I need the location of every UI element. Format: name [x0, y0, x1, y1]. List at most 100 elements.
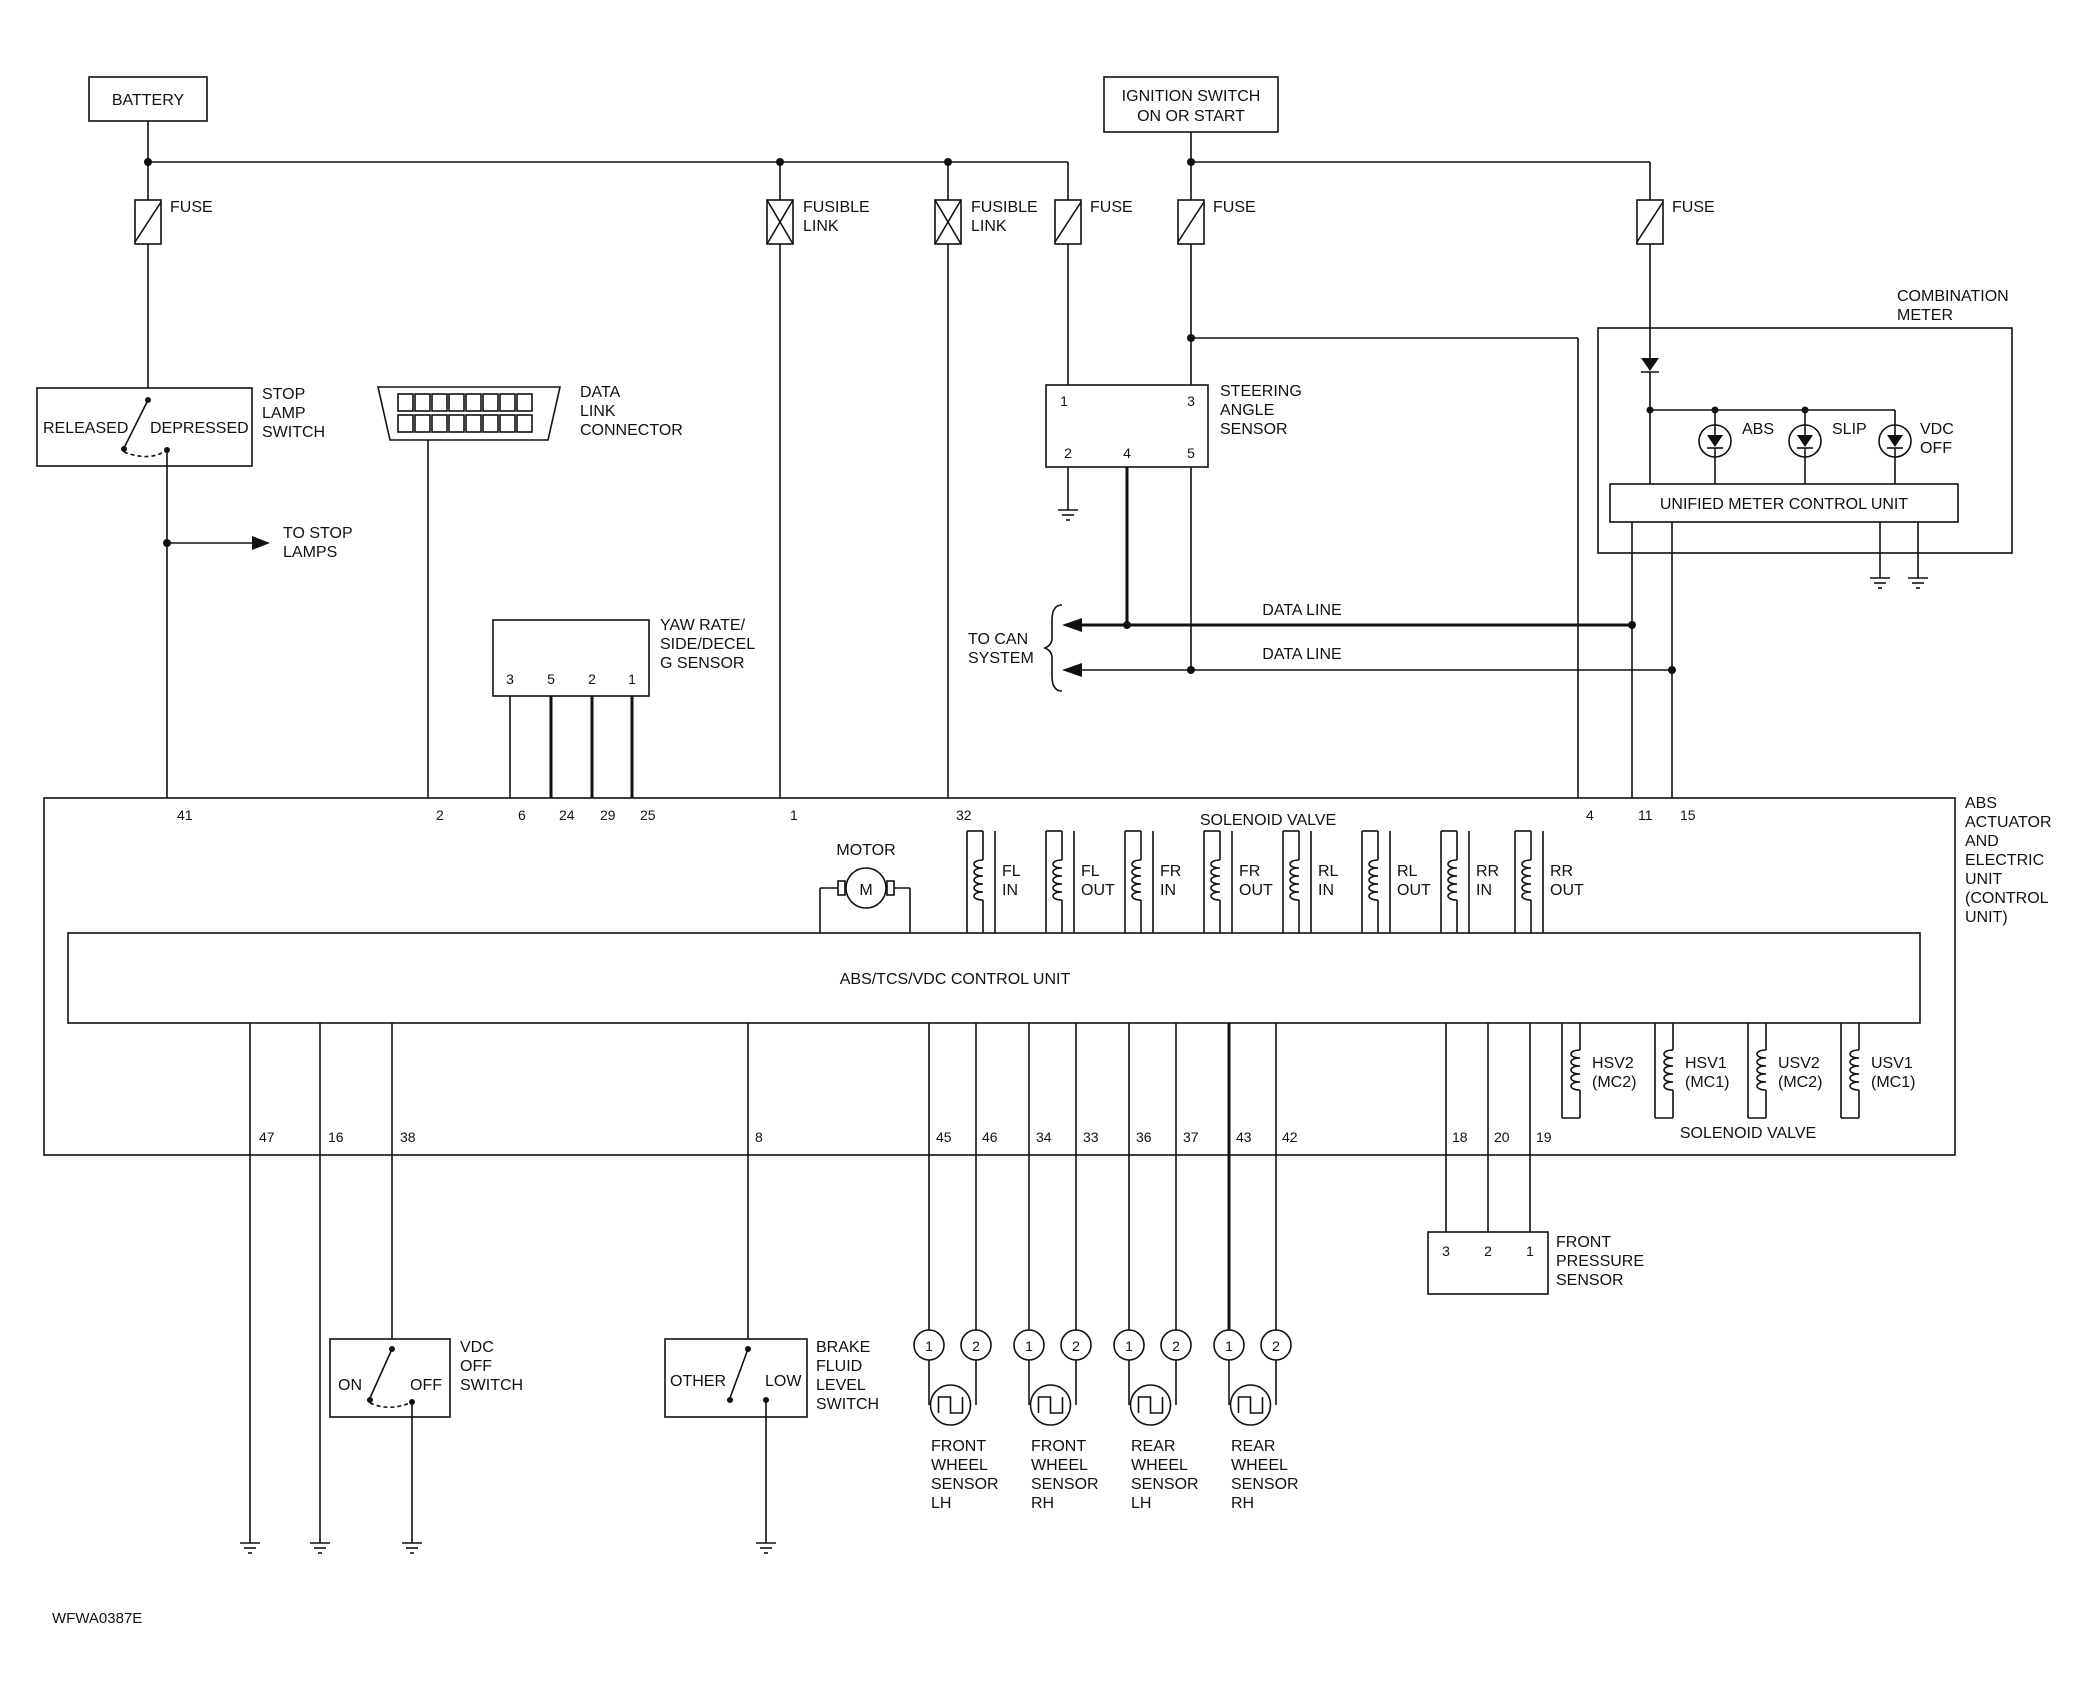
svg-text:UNIT: UNIT — [1965, 871, 2003, 888]
svg-text:1: 1 — [1526, 1243, 1534, 1259]
solenoid-valve-hsv1: HSV1(MC1) — [1654, 1023, 1729, 1119]
fuse-icon — [1177, 199, 1205, 245]
svg-text:METER: METER — [1897, 307, 1953, 324]
svg-text:VDC: VDC — [1920, 421, 1954, 438]
svg-text:SENSOR: SENSOR — [1220, 421, 1288, 438]
svg-text:OTHER: OTHER — [670, 1373, 726, 1390]
abs-warning-lamp-icon — [1698, 424, 1732, 458]
combination-meter: ABS SLIP VDC OFF UNIFIED METER CONTROL U… — [1597, 327, 2013, 566]
connector-pin — [397, 414, 414, 433]
svg-text:RELEASED: RELEASED — [43, 420, 128, 437]
svg-text:3: 3 — [506, 671, 514, 687]
solenoid-valve-fr-in: FR IN — [1124, 830, 1181, 933]
svg-text:RL: RL — [1397, 863, 1418, 880]
svg-text:TO CAN: TO CAN — [968, 631, 1028, 648]
svg-text:FLUID: FLUID — [816, 1358, 862, 1375]
svg-text:25: 25 — [640, 807, 656, 823]
svg-text:ON: ON — [338, 1377, 362, 1394]
svg-text:2: 2 — [1172, 1338, 1180, 1354]
svg-text:1: 1 — [1225, 1338, 1233, 1354]
vdc-off-switch[interactable]: ON OFF — [329, 1338, 451, 1418]
svg-text:SOLENOID VALVE: SOLENOID VALVE — [1680, 1125, 1816, 1142]
fuse-icon — [1054, 199, 1082, 245]
svg-text:OFF: OFF — [410, 1377, 442, 1394]
svg-text:IN: IN — [1318, 882, 1334, 899]
svg-text:(MC1): (MC1) — [1871, 1074, 1915, 1091]
svg-text:LH: LH — [1131, 1495, 1151, 1512]
svg-text:(MC2): (MC2) — [1592, 1074, 1636, 1091]
svg-text:46: 46 — [982, 1129, 998, 1145]
svg-text:3: 3 — [1442, 1243, 1450, 1259]
front-pressure-sensor: 3 2 1 — [1427, 1023, 1549, 1295]
svg-text:FL: FL — [1081, 863, 1100, 880]
svg-text:2: 2 — [1072, 1338, 1080, 1354]
svg-text:IN: IN — [1160, 882, 1176, 899]
svg-text:OUT: OUT — [1239, 882, 1273, 899]
svg-text:DATA: DATA — [580, 384, 621, 401]
connector-pin — [465, 414, 482, 433]
svg-text:2: 2 — [436, 807, 444, 823]
svg-text:SWITCH: SWITCH — [816, 1396, 879, 1413]
svg-text:8: 8 — [755, 1129, 763, 1145]
solenoid-valve-hsv2: HSV2 (MC2) — [1561, 1023, 1636, 1119]
svg-text:34: 34 — [1036, 1129, 1052, 1145]
diagram-id: WFWA0387E — [52, 1610, 142, 1627]
svg-text:19: 19 — [1536, 1129, 1552, 1145]
svg-text:ABS: ABS — [1965, 795, 1997, 812]
ignition-switch-box: IGNITION SWITCH ON OR START — [1103, 76, 1279, 133]
svg-text:FRONT: FRONT — [931, 1438, 986, 1455]
arrow-right-icon — [252, 536, 270, 550]
svg-text:2: 2 — [1064, 445, 1072, 461]
unified-meter-control-unit — [1609, 483, 1959, 523]
svg-text:FL: FL — [1002, 863, 1021, 880]
svg-text:SIDE/DECEL: SIDE/DECEL — [660, 636, 755, 653]
solenoid-valve-rl-out: RL OUT — [1361, 830, 1431, 933]
svg-text:1: 1 — [1060, 393, 1068, 409]
svg-text:IN: IN — [1002, 882, 1018, 899]
svg-text:FUSE: FUSE — [170, 199, 213, 216]
svg-text:WHEEL: WHEEL — [1031, 1457, 1088, 1474]
svg-text:2: 2 — [588, 671, 596, 687]
svg-text:2: 2 — [1272, 1338, 1280, 1354]
svg-text:LAMPS: LAMPS — [283, 544, 337, 561]
svg-text:15: 15 — [1680, 807, 1696, 823]
svg-text:FR: FR — [1160, 863, 1181, 880]
svg-text:(MC2): (MC2) — [1778, 1074, 1822, 1091]
svg-text:DEPRESSED: DEPRESSED — [150, 420, 249, 437]
pump-motor: MOTOR M — [819, 842, 911, 933]
svg-text:HSV2: HSV2 — [1592, 1055, 1634, 1072]
svg-text:FRONT: FRONT — [1556, 1234, 1611, 1251]
svg-text:M: M — [859, 882, 872, 899]
connector-pin — [397, 393, 414, 412]
svg-text:RR: RR — [1476, 863, 1499, 880]
svg-text:ELECTRIC: ELECTRIC — [1965, 852, 2044, 869]
slip-indicator-lamp-icon — [1788, 424, 1822, 458]
svg-text:HSV1: HSV1 — [1685, 1055, 1727, 1072]
svg-text:1: 1 — [1125, 1338, 1133, 1354]
svg-text:REAR: REAR — [1131, 1438, 1175, 1455]
svg-text:LAMP: LAMP — [262, 405, 306, 422]
svg-text:ACTUATOR: ACTUATOR — [1965, 814, 2052, 831]
svg-text:USV1: USV1 — [1871, 1055, 1913, 1072]
vdc-off-indicator-lamp-icon — [1878, 424, 1912, 458]
connector-pin — [414, 393, 431, 412]
svg-text:STEERING: STEERING — [1220, 383, 1302, 400]
svg-text:3: 3 — [1187, 393, 1195, 409]
fuse-icon — [1636, 199, 1664, 245]
connector-pin — [482, 393, 499, 412]
svg-text:TO STOP: TO STOP — [283, 525, 353, 542]
connector-pin — [431, 414, 448, 433]
svg-text:32: 32 — [956, 807, 972, 823]
svg-text:WHEEL: WHEEL — [1131, 1457, 1188, 1474]
svg-text:FUSE: FUSE — [1213, 199, 1256, 216]
svg-text:LH: LH — [931, 1495, 951, 1512]
solenoid-valve-usv1: USV1 (MC1) — [1840, 1023, 1915, 1119]
svg-text:OUT: OUT — [1397, 882, 1431, 899]
